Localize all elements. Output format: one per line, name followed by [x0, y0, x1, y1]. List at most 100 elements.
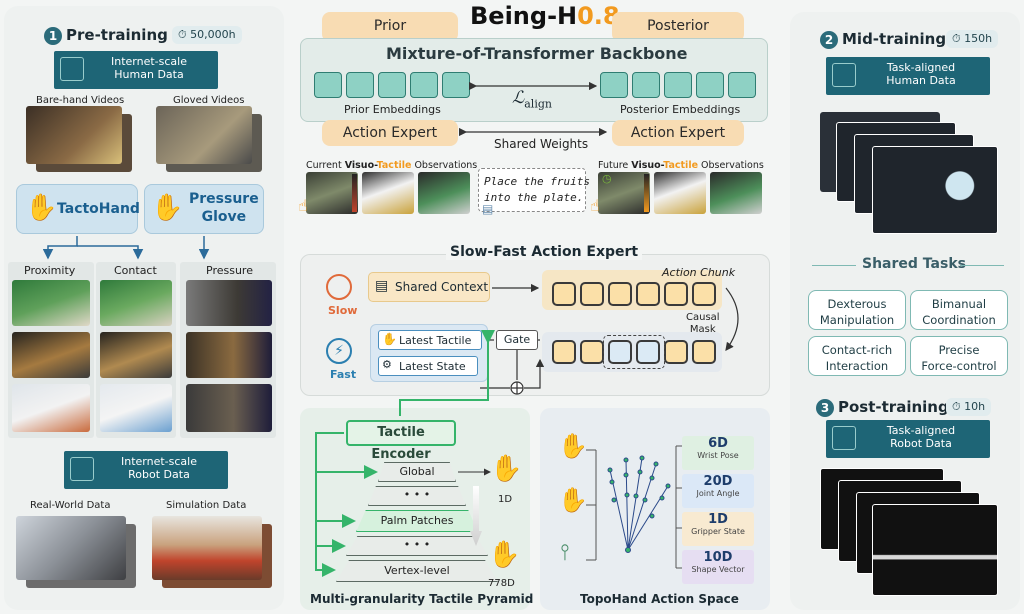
global-label: Global: [399, 465, 435, 478]
prior-token-2: [346, 72, 374, 98]
pretraining-hours-badge: ⏱ 50,000h: [172, 26, 242, 44]
fast-token-5: [664, 340, 688, 364]
gate-box: Gate: [496, 330, 538, 350]
pressure-image-1: [186, 280, 272, 326]
causal-mask-label: Causal Mask: [686, 312, 720, 335]
robot-icon-small: ⚙: [382, 358, 392, 371]
real-world-label: Real-World Data: [30, 500, 111, 511]
proximity-image-2: [12, 332, 90, 378]
contact-label: Contact: [114, 264, 157, 277]
real-world-image: [16, 516, 126, 580]
tactile-encoder-label: Tactile Encoder: [371, 425, 431, 462]
robot-data-icon: [70, 457, 94, 481]
action-expert-left-label: Action Expert: [342, 125, 438, 141]
bare-hand-label: Bare-hand Videos: [36, 95, 125, 106]
posterior-label: Posterior: [647, 18, 709, 34]
topohand-dim-value: 10D: [703, 550, 733, 565]
mid-data-label: Task-aligned Human Data: [886, 61, 956, 87]
dim-778d-label: 778D: [488, 578, 515, 589]
shared-tasks-rule-right: [960, 265, 1004, 266]
clock-icon-future: ◷: [602, 172, 612, 185]
shared-weights-label: Shared Weights: [494, 137, 589, 151]
chunk-token-6: [692, 282, 716, 306]
topohand-skeleton-svg: [607, 455, 671, 553]
posterior-token-4: [696, 72, 724, 98]
proximity-image-3: [12, 384, 90, 432]
pyramid-dim-arrows: [458, 468, 491, 476]
fast-label: Fast: [330, 368, 357, 381]
encoder-arrows: [315, 330, 495, 577]
prior-label: Prior: [373, 18, 407, 34]
pyramid-palm: Palm Patches: [356, 510, 478, 532]
pyramid-caption: Multi-granularity Tactile Pyramid: [310, 592, 534, 606]
topohand-dim-label: Shape Vector: [691, 565, 745, 574]
gloved-label: Gloved Videos: [173, 95, 245, 106]
future-obs-image-3: [710, 172, 762, 214]
posttraining-number: 3: [816, 399, 834, 417]
latest-tactile-label: Latest Tactile: [399, 334, 472, 347]
action-expert-right: Action Expert: [612, 120, 744, 146]
prior-token-1: [314, 72, 342, 98]
pretraining-title: Pre-training: [66, 26, 168, 44]
chunk-token-4: [636, 282, 660, 306]
current-observations-label: Current Visuo-Tactile Observations: [306, 160, 477, 171]
latest-state-label: Latest State: [399, 360, 466, 373]
midtraining-title: Mid-training: [842, 30, 947, 48]
hand-icon-small: ✋: [382, 332, 397, 346]
tactohand-card: ✋ TactoHand: [16, 184, 140, 234]
tactile-encoder-box: Tactile Encoder: [346, 420, 456, 462]
post-data-label: Task-aligned Robot Data: [886, 424, 956, 450]
posttraining-hours-badge: ⏱ 10h: [946, 398, 992, 416]
contact-image-1: [100, 280, 172, 326]
chunk-token-5: [664, 282, 688, 306]
posttraining-hours: 10h: [964, 400, 986, 413]
left-flow-arrows: [42, 236, 210, 260]
shared-context-label: Shared Context: [395, 280, 489, 294]
touch-icon-right: ☝: [590, 196, 600, 215]
instruction-text: Place the fruits into the plate.: [484, 175, 590, 204]
context-doc-icon: ▤: [375, 278, 389, 294]
current-obs-image-1: [306, 172, 358, 214]
pressure-glove-label: Pressure Glove: [189, 191, 259, 225]
pressure-label: Pressure: [206, 264, 253, 277]
human-data-label: Internet-scale Human Data: [111, 55, 187, 81]
future-obs-d: Observations: [698, 160, 764, 171]
mid-data-box: Task-aligned Human Data: [826, 57, 990, 95]
pressure-image-2: [186, 332, 272, 378]
slowfast-arrows: [480, 283, 739, 395]
pretraining-number: 1: [44, 27, 62, 45]
midtraining-number: 2: [820, 31, 838, 49]
align-subscript: align: [524, 97, 552, 111]
task-dexterous: Dexterous Manipulation: [808, 290, 906, 330]
fast-token-6: [692, 340, 716, 364]
topohand-dim-label: Joint Angle: [696, 489, 740, 498]
midtraining-hours-badge: ⏱ 150h: [946, 30, 999, 48]
current-obs-d: Observations: [411, 160, 478, 171]
pressure-image-3: [186, 384, 272, 432]
proximity-image-1: [12, 280, 90, 326]
hand-sparse-icon: ✋: [490, 454, 523, 484]
prior-tab: Prior: [322, 12, 458, 42]
fast-token-3: [608, 340, 632, 364]
fast-token-1: [552, 340, 576, 364]
posterior-token-1: [600, 72, 628, 98]
instruction-box: [478, 168, 586, 212]
robot-data-label: Internet-scale Robot Data: [121, 455, 197, 481]
align-loss: ℒalign: [512, 88, 552, 110]
fast-token-4: [636, 340, 660, 364]
granularity-arrow: [470, 486, 482, 546]
task-dexterous-label: Dexterous Manipulation: [819, 297, 895, 327]
prior-embeddings-label: Prior Embeddings: [344, 103, 441, 116]
future-obs-a: Future: [598, 160, 632, 171]
topohand-dim-label: Gripper State: [691, 527, 745, 536]
task-force: Precise Force-control: [910, 336, 1008, 376]
align-symbol: ℒ: [512, 88, 525, 108]
posterior-token-5: [728, 72, 756, 98]
simulation-image: [152, 516, 262, 580]
pyramid-global: Global: [378, 462, 456, 482]
mid-data-icon: [832, 63, 856, 87]
prior-token-4: [410, 72, 438, 98]
